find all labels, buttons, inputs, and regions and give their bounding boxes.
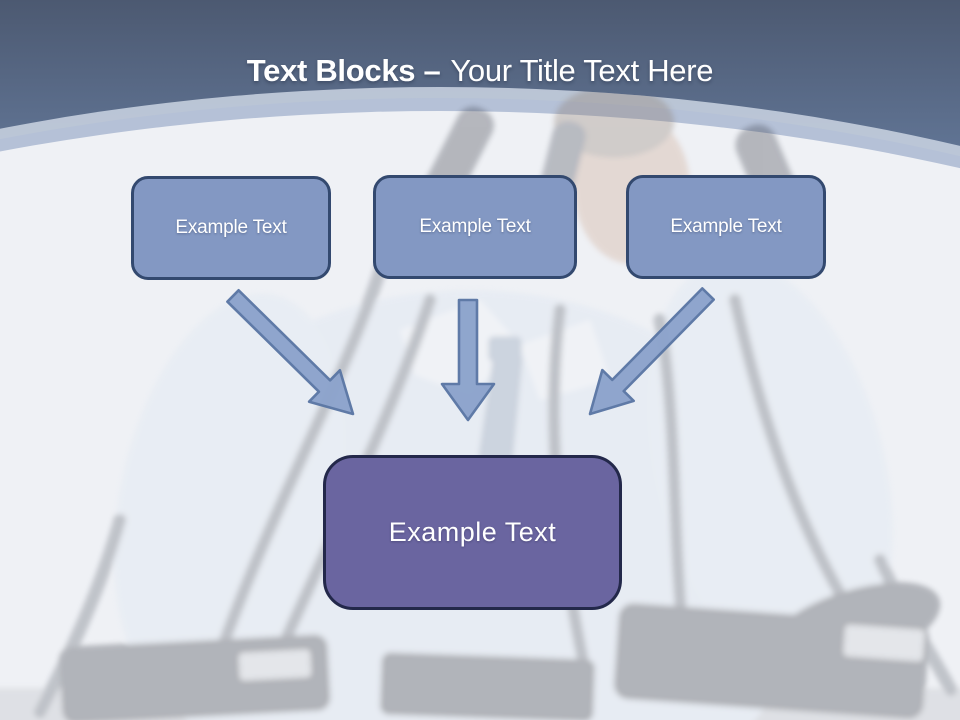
arrow-down-right-icon [226,289,355,416]
result-block: Example Text [323,455,622,610]
text-block-label: Example Text [419,216,531,237]
result-block-label: Example Text [388,517,557,547]
text-block-3: Example Text [626,175,826,279]
slide-title: Text Blocks – Your Title Text Here [0,52,960,90]
text-block-2: Example Text [373,175,577,279]
title-topic: Text Blocks – [246,53,441,88]
text-block-label: Example Text [670,216,782,237]
arrow-down-left-icon [588,287,715,416]
text-block-label: Example Text [175,217,287,238]
arrow-down-icon [440,298,496,422]
text-block-1: Example Text [131,176,331,280]
title-subtitle: Your Title Text Here [450,53,714,88]
